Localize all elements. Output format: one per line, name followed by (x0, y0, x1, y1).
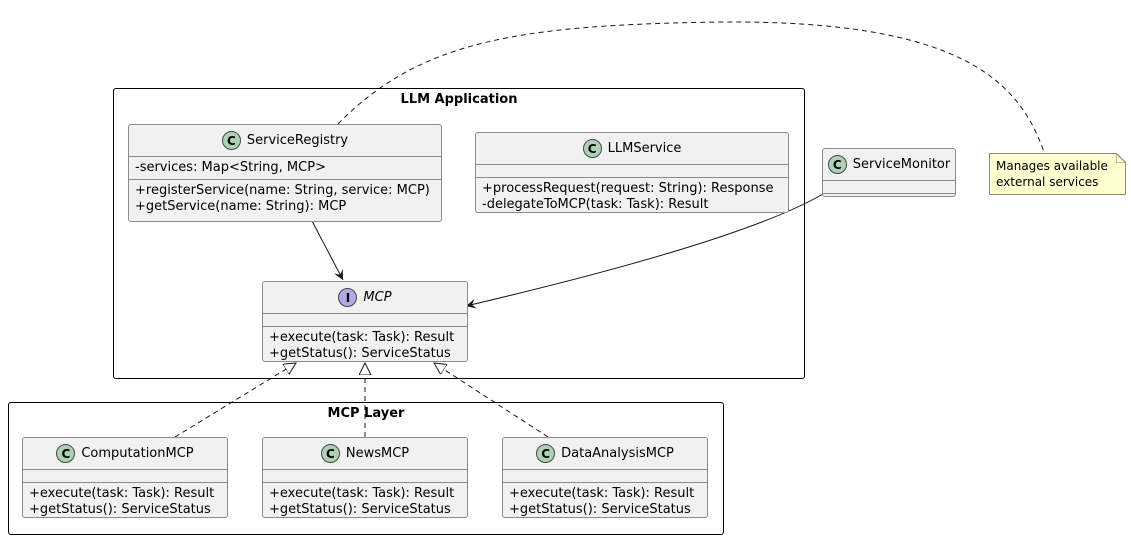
package-title: LLM Application (400, 92, 518, 107)
class-header: C LLMService (476, 133, 788, 164)
package-llm-application: LLM Application (113, 88, 805, 379)
note-manages-services[interactable]: Manages available external services (989, 153, 1126, 195)
class-llm-service[interactable]: C LLMService +processRequest(request: St… (475, 132, 789, 213)
note-line: external services (996, 175, 1099, 189)
class-method: -delegateToMCP(task: Task): Result (482, 197, 709, 212)
class-header: C DataAnalysisMCP (503, 438, 707, 469)
registry-to-mcp-arrow (311, 220, 344, 281)
interface-stereotype-icon: I (338, 288, 358, 307)
class-method: +getStatus(): ServiceStatus (509, 502, 691, 517)
class-stereotype-icon: C (536, 444, 556, 463)
class-method: +execute(task: Task): Result (269, 486, 455, 501)
class-name: LLMService (607, 141, 682, 156)
class-fields (23, 469, 227, 482)
class-methods: +execute(task: Task): Result +getStatus(… (23, 482, 227, 521)
class-stereotype-icon: C (827, 155, 847, 174)
class-method: +processRequest(request: String): Respon… (482, 181, 774, 196)
package-mcp-layer: MCP Layer (8, 402, 724, 535)
class-method: +getStatus(): ServiceStatus (29, 502, 211, 517)
class-method: +getService(name: String): MCP (135, 199, 347, 214)
class-fields (823, 180, 955, 193)
class-header: C ServiceRegistry (129, 125, 441, 156)
class-name: DataAnalysisMCP (561, 446, 674, 461)
class-method: +registerService(name: String, service: … (135, 183, 430, 198)
class-fields: -services: Map<String, MCP> (129, 156, 441, 179)
class-stereotype-icon: C (582, 139, 602, 158)
class-news-mcp[interactable]: C NewsMCP +execute(task: Task): Result +… (262, 437, 468, 518)
class-name: NewsMCP (345, 446, 410, 461)
class-service-registry[interactable]: C ServiceRegistry -services: Map<String,… (128, 124, 442, 222)
class-computation-mcp[interactable]: C ComputationMCP +execute(task: Task): R… (22, 437, 228, 518)
class-method: +getStatus(): ServiceStatus (269, 346, 451, 361)
class-methods: +registerService(name: String, service: … (129, 179, 441, 218)
class-stereotype-icon: C (320, 444, 340, 463)
note-fold-corner (1116, 153, 1126, 163)
class-name: ServiceRegistry (246, 133, 349, 148)
dataanalysis-realizes-mcp (434, 363, 549, 438)
class-stereotype-icon: C (56, 444, 76, 463)
class-methods: +execute(task: Task): Result +getStatus(… (263, 482, 467, 521)
class-header: C NewsMCP (263, 438, 467, 469)
note-line: Manages available (996, 159, 1108, 173)
class-methods (823, 193, 955, 206)
class-name: MCP (363, 290, 392, 305)
note-link-line (337, 21, 1046, 156)
class-name: ComputationMCP (81, 446, 194, 461)
class-field: -services: Map<String, MCP> (135, 160, 326, 175)
class-methods: +execute(task: Task): Result +getStatus(… (263, 326, 467, 365)
class-fields (263, 313, 467, 326)
class-method: +execute(task: Task): Result (29, 486, 215, 501)
class-methods: +processRequest(request: String): Respon… (476, 177, 788, 216)
class-service-monitor[interactable]: C ServiceMonitor (822, 148, 956, 197)
class-method: +getStatus(): ServiceStatus (269, 502, 451, 517)
class-data-analysis-mcp[interactable]: C DataAnalysisMCP +execute(task: Task): … (502, 437, 708, 518)
class-method: +execute(task: Task): Result (509, 486, 695, 501)
computation-realizes-mcp (174, 363, 296, 438)
class-header: I MCP (263, 282, 467, 313)
class-stereotype-icon: C (221, 131, 241, 150)
class-name: ServiceMonitor (852, 157, 951, 172)
class-method: +execute(task: Task): Result (269, 330, 455, 345)
class-fields (263, 469, 467, 482)
class-fields (503, 469, 707, 482)
class-methods: +execute(task: Task): Result +getStatus(… (503, 482, 707, 521)
class-header: C ComputationMCP (23, 438, 227, 469)
class-header: C ServiceMonitor (823, 149, 955, 180)
class-fields (476, 164, 788, 177)
package-title: MCP Layer (327, 406, 405, 421)
interface-mcp[interactable]: I MCP +execute(task: Task): Result +getS… (262, 281, 468, 362)
